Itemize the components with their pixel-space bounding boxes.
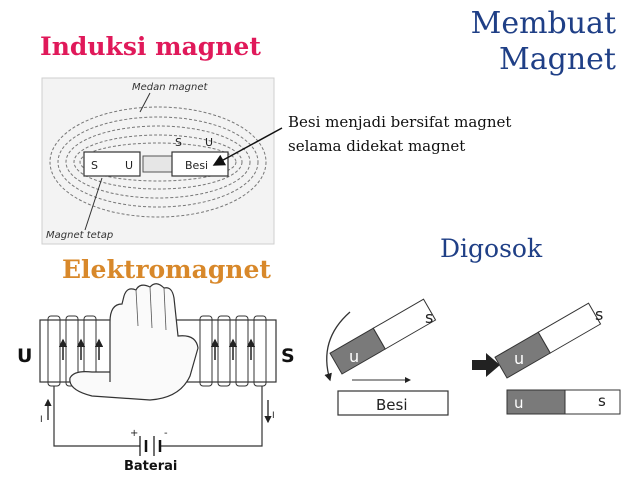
medan-pointer bbox=[139, 92, 151, 113]
besi-rub-label: Besi bbox=[376, 396, 408, 414]
magnet-u-label: U bbox=[125, 159, 133, 172]
magnet-tetap-pointer bbox=[84, 177, 103, 231]
magnetized-iron-s-label: s bbox=[598, 392, 606, 410]
result-magnet-u-label: u bbox=[514, 349, 524, 368]
caption-line1: Besi menjadi bersifat magnet bbox=[288, 113, 512, 131]
iron-u-label: U bbox=[205, 136, 213, 149]
induksi-magnet-title: Induksi magnet bbox=[40, 32, 261, 61]
main-title: Membuat Magnet bbox=[416, 6, 616, 78]
battery-label: Baterai bbox=[124, 459, 177, 474]
elektromagnet-title: Elektromagnet bbox=[62, 255, 271, 284]
besi-bar-label: Besi bbox=[185, 159, 208, 172]
magnetized-iron-u-label: u bbox=[514, 394, 524, 412]
stroking-magnet-s-label: s bbox=[425, 308, 433, 327]
main-title-line2: Magnet bbox=[499, 42, 616, 77]
pole-right-label: S bbox=[281, 345, 295, 367]
medan-magnet-label: Medan magnet bbox=[132, 82, 208, 93]
stroke-motion-arrow bbox=[324, 311, 351, 382]
current-left-label: I bbox=[40, 415, 43, 425]
result-magnet-s-label: s bbox=[595, 305, 603, 324]
battery-symbol bbox=[139, 436, 162, 456]
elektromagnet-figure: U S I I + - Baterai bbox=[17, 283, 295, 474]
iron-s-label: S bbox=[175, 136, 182, 149]
induksi-caption: Besi menjadi bersifat magnet selama dide… bbox=[288, 110, 511, 158]
main-title-line1: Membuat bbox=[470, 6, 616, 41]
result-arrow bbox=[472, 353, 500, 377]
hand-finger-lines bbox=[135, 286, 167, 331]
magnet-s-label: S bbox=[91, 159, 98, 172]
induksi-figure: Medan magnet S U Besi S U Magnet tetap bbox=[41, 77, 283, 245]
digosok-figure: u s Besi u s u s bbox=[324, 298, 621, 416]
battery-minus-label: - bbox=[164, 428, 168, 439]
battery-plus-label: + bbox=[130, 428, 138, 439]
caption-line2: selama didekat magnet bbox=[288, 137, 466, 155]
field-lines bbox=[49, 106, 267, 218]
pole-left-label: U bbox=[17, 345, 32, 367]
caption-arrow bbox=[212, 127, 283, 166]
magnet-tetap-label: Magnet tetap bbox=[46, 230, 113, 241]
stroking-magnet-u-label: u bbox=[349, 347, 359, 366]
magnet-tetap-bar bbox=[83, 151, 141, 177]
current-right-label: I bbox=[272, 411, 275, 421]
magnetized-iron-s-half bbox=[564, 389, 621, 415]
right-hand-drawing bbox=[69, 283, 199, 401]
field-arrows bbox=[58, 338, 256, 360]
besi-rub-bar bbox=[337, 390, 449, 416]
result-magnet bbox=[494, 302, 602, 379]
stroking-magnet bbox=[329, 298, 437, 375]
circuit-wires bbox=[53, 386, 263, 447]
iron-small bbox=[142, 155, 174, 173]
digosok-title: Digosok bbox=[440, 234, 543, 263]
